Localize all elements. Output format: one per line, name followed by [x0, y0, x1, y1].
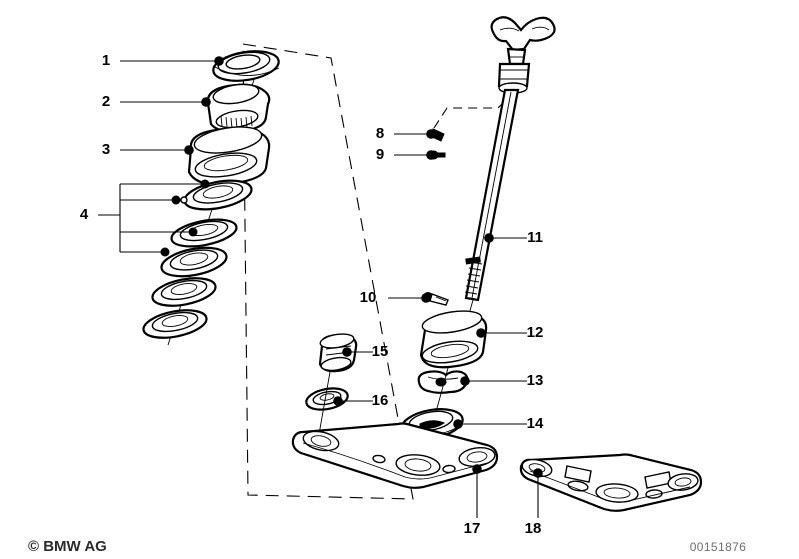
callout-dot-1 — [214, 56, 224, 66]
callout-13: 13 — [460, 372, 543, 389]
callout-2: 2 — [102, 93, 211, 110]
part-12-spacer-sleeve — [419, 310, 488, 369]
callout-16: 16 — [333, 392, 388, 409]
callout-14: 14 — [453, 415, 544, 432]
washer-e — [142, 309, 208, 339]
callout-3: 3 — [102, 141, 194, 158]
callout-number-17[interactable]: 17 — [464, 520, 481, 537]
dashed-link-items-8-9 — [433, 97, 509, 129]
callout-dot-2 — [201, 97, 211, 107]
dashed-group-box — [242, 43, 414, 500]
callout-number-1[interactable]: 1 — [102, 52, 110, 69]
callout-number-8[interactable]: 8 — [376, 125, 384, 142]
copyright-label: © BMW AG — [28, 538, 107, 555]
callout-10: 10 — [360, 289, 431, 306]
callout-number-15[interactable]: 15 — [372, 343, 389, 360]
callout-8: 8 — [376, 125, 436, 142]
callout-number-16[interactable]: 16 — [372, 392, 389, 409]
small-pin-part — [171, 195, 188, 205]
axis-15-16 — [317, 371, 331, 441]
callout-dot-13 — [460, 376, 470, 386]
callout-dot-10 — [421, 293, 431, 303]
callout-dot-12 — [476, 328, 486, 338]
callout-9: 9 — [376, 146, 436, 163]
axis-12-13 — [435, 367, 449, 413]
stem-thread-section — [464, 256, 483, 295]
callout-1: 1 — [102, 52, 224, 69]
callout-number-11[interactable]: 11 — [527, 229, 543, 246]
callout-11: 11 — [484, 229, 543, 246]
callout-number-13[interactable]: 13 — [527, 372, 544, 389]
bmw-copyright-mark: © BMW AG — [28, 538, 107, 555]
part-3-bearing-race-collar — [187, 126, 271, 186]
part-4-washer-shim-set — [142, 179, 253, 339]
callout-dot-9 — [426, 150, 436, 160]
part-11-steering-stem — [464, 16, 556, 326]
callout-number-18[interactable]: 18 — [525, 520, 542, 537]
callout-dot-11 — [484, 233, 494, 243]
callout-4: 4 — [80, 206, 120, 223]
bearing-stack-group — [142, 50, 280, 346]
diagram-id-label: 00151876 — [690, 540, 747, 554]
callout-4-bracket — [119, 179, 210, 257]
callout-number-2[interactable]: 2 — [102, 93, 110, 110]
callout-number-10[interactable]: 10 — [360, 289, 377, 306]
part-13-retaining-collar — [417, 370, 469, 394]
callout-number-9[interactable]: 9 — [376, 146, 384, 163]
callout-number-3[interactable]: 3 — [102, 141, 110, 158]
callout-dot-16 — [333, 396, 343, 406]
part-1-dust-cap-ring — [212, 50, 280, 82]
callout-17: 17 — [464, 464, 482, 537]
part-2-upper-bearing-cup — [206, 83, 271, 133]
footer-group: © BMW AG 00151876 — [28, 538, 746, 555]
part-18-upper-fork-bridge — [519, 453, 703, 512]
washer-b — [170, 218, 238, 248]
callout-number-4[interactable]: 4 — [80, 206, 89, 223]
callout-18: 18 — [525, 468, 543, 537]
callout-dot-8 — [426, 129, 436, 139]
callout-dot-17 — [472, 464, 482, 474]
callout-number-14[interactable]: 14 — [527, 415, 544, 432]
callout-dot-18 — [533, 468, 543, 478]
callout-dot-3 — [184, 145, 194, 155]
callout-12: 12 — [476, 324, 543, 341]
callout-dot-14 — [453, 419, 463, 429]
callout-number-12[interactable]: 12 — [527, 324, 544, 341]
callout-dot-15 — [342, 347, 352, 357]
washer-d — [151, 277, 217, 307]
part-15-hex-nut — [318, 333, 358, 373]
callout-15: 15 — [342, 343, 388, 360]
part-17-lower-fork-bridge — [291, 422, 499, 489]
washer-c — [160, 246, 228, 278]
washer-a — [183, 179, 253, 211]
